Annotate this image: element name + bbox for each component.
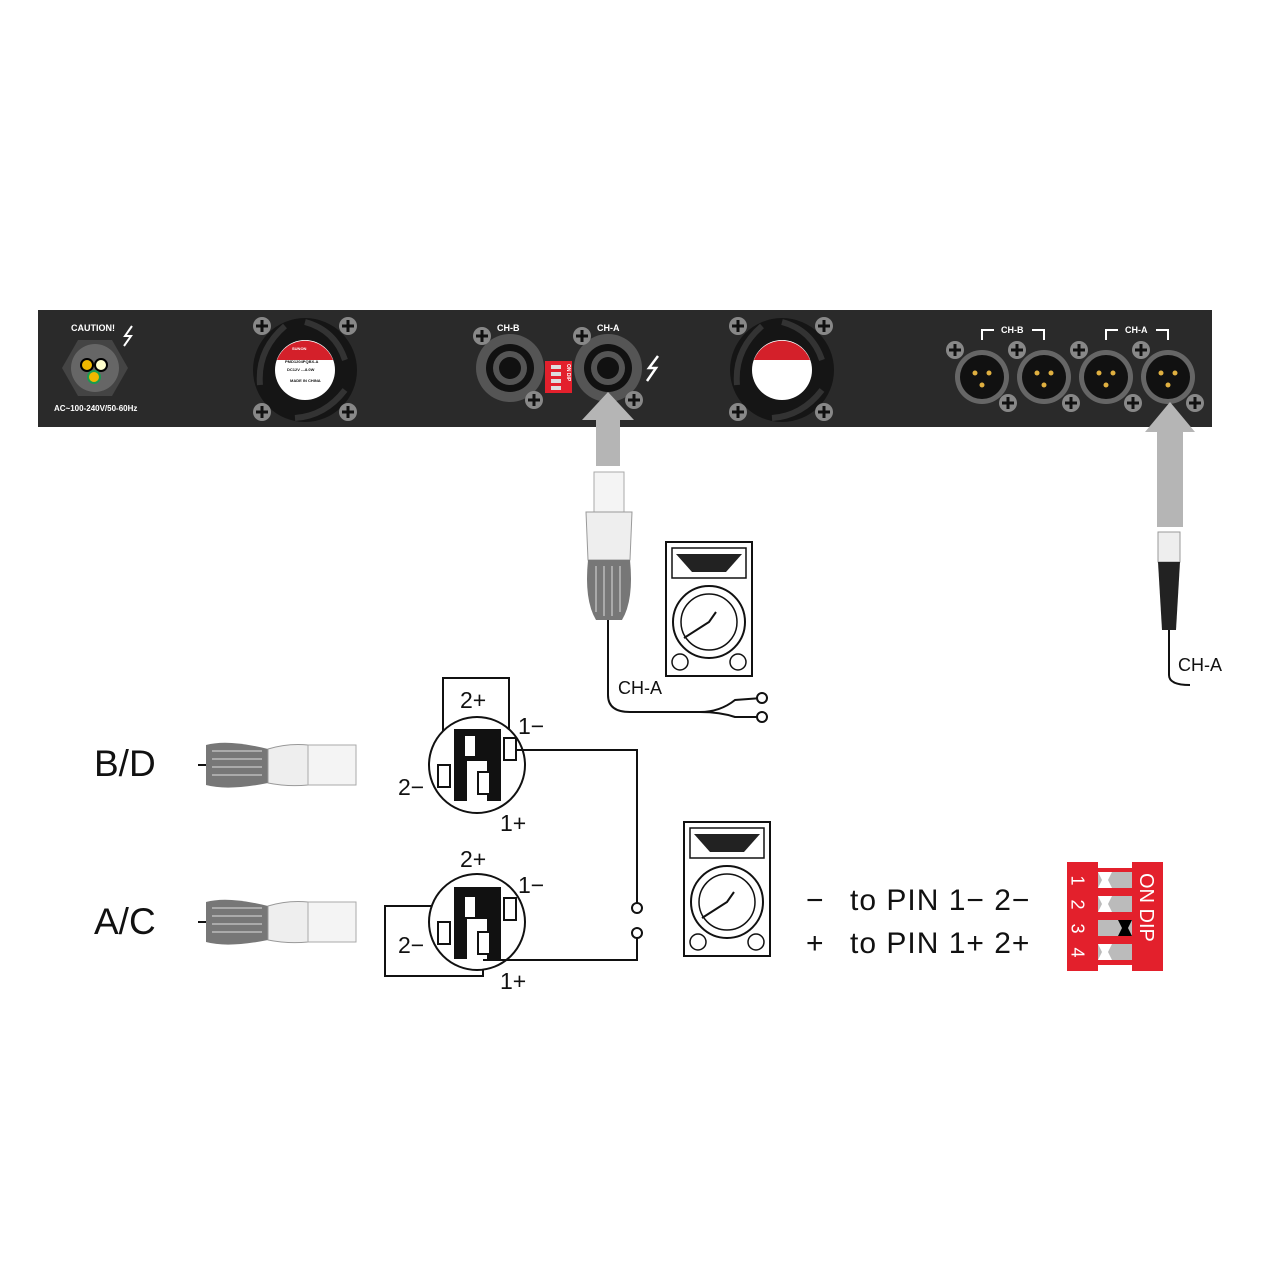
minus-instruction: to PIN 1− 2− [850,884,1031,917]
pin-diagram-bd [428,677,638,908]
dip-switch [1067,862,1163,971]
pin-label: 1+ [500,968,527,994]
lightning-icon [123,325,133,347]
dip-switch-knob [1118,920,1132,936]
xlr-ch-a-out [1079,350,1133,404]
speakon-ch-a-label: CH-A [597,323,620,333]
dip-switch-knob [1098,944,1112,960]
insert-arrow [582,392,634,466]
speakon-ch-b-label: CH-B [497,323,520,333]
speaker-cable [607,620,763,718]
speakon-plug-ac [197,898,357,946]
plus-sign: + [806,927,825,960]
xlr-ch-a-label: CH-A [1125,325,1148,335]
dip-number: 1 [1067,875,1088,886]
speaker-cabinet [665,541,753,677]
xlr-plug [1157,531,1181,630]
dip-switch-knob [1098,896,1112,912]
bd-label: B/D [94,743,156,784]
pin-diagram-ac [384,873,638,977]
xlr-ch-a-in [1141,350,1195,404]
speakon-plug [585,471,633,620]
small-dip-label: ON DIP [565,364,571,382]
pin-label: 1− [518,713,545,739]
xlr-ch-b-in [955,350,1009,404]
xlr-cable-label: CH-A [1178,655,1222,675]
xlr-ch-b-out [1017,350,1071,404]
pin-label: 1− [518,872,545,898]
speakon-plug-bd [197,741,357,789]
xlr-cable [1168,630,1191,686]
speakon-cable-label: CH-A [618,678,662,698]
fan-brand: SUNON [292,346,307,351]
power-rating-label: AC~100-240V/50-60Hz [54,404,138,413]
pin-label: 2− [398,932,425,958]
lightning-icon [645,355,659,382]
dip-number: 4 [1067,947,1088,958]
caution-label: CAUTION! [71,323,115,333]
plus-instruction: to PIN 1+ 2+ [850,927,1031,960]
ac-label: A/C [94,901,156,942]
pin-label: 1+ [500,810,527,836]
insert-arrow [1145,402,1195,527]
dip-title: ON DIP [1135,873,1157,942]
pin-label: 2+ [460,846,487,872]
fan-origin: MADE IN CHINA [290,378,321,383]
pin-label: 2+ [460,687,487,713]
dip-number: 2 [1067,899,1088,910]
xlr-ch-b-label: CH-B [1001,325,1024,335]
fan-power: DC12V ---8.0W [287,367,315,372]
speaker-cabinet [683,821,771,957]
dip-number: 3 [1067,923,1088,934]
pin-label: 2− [398,774,425,800]
dip-switch-knob [1098,872,1112,888]
fan-model: PMD1204PQBX-A [285,359,319,364]
minus-sign: − [806,884,825,917]
